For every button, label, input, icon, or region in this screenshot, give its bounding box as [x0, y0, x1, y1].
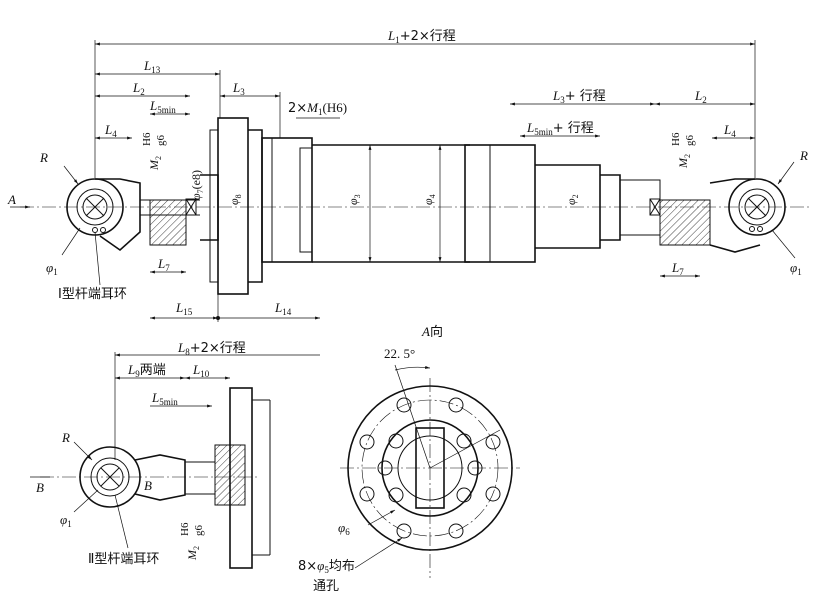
l5min-stroke-label: L5min+ 行程	[526, 120, 594, 137]
left-rod-eye	[66, 178, 200, 252]
l4-right-label: L4	[723, 122, 736, 139]
r-right-label: R	[799, 148, 808, 163]
l3-stroke-label: L3+ 行程	[552, 88, 606, 105]
l9-label: L9两端	[127, 362, 166, 379]
svg-text:H6: H6	[670, 132, 682, 146]
l15-label: L15	[175, 300, 193, 317]
phi1-right-label: φ1	[790, 260, 802, 277]
svg-text:g6: g6	[684, 135, 696, 147]
l10-label: L10	[192, 362, 210, 379]
view-arrow-a: A	[7, 192, 16, 207]
svg-text:φ8: φ8	[227, 194, 243, 205]
svg-text:g6: g6	[155, 135, 167, 147]
svg-text:M2: M2	[676, 154, 692, 169]
angle-label: 22. 5°	[384, 346, 415, 361]
phi3-label: φ3	[346, 194, 362, 205]
l3-label: L3	[232, 80, 245, 97]
phi2-label: φ2	[564, 194, 580, 205]
cylinder-body	[261, 137, 661, 263]
section-b-left: B	[36, 480, 44, 495]
view-a-title: A向	[421, 324, 443, 340]
bolt-holes	[359, 397, 501, 539]
svg-text:φ3: φ3	[346, 194, 362, 205]
main-view	[10, 40, 810, 322]
phi1-left-label: φ1	[46, 260, 58, 277]
phi6-label: φ6	[338, 520, 350, 537]
front-flange	[209, 117, 263, 295]
view-a-flange	[340, 364, 520, 578]
l2-left-label: L2	[132, 80, 145, 97]
holes-label-line2: 通孔	[313, 579, 339, 594]
l2-right-label: L2	[694, 88, 707, 105]
svg-text:φ4: φ4	[421, 194, 437, 205]
phi8-label: φ8	[227, 194, 243, 205]
l5min-type2-label: L5min	[151, 390, 178, 407]
section-b-right: B	[144, 478, 152, 493]
svg-text:M2: M2	[185, 546, 201, 561]
svg-text:H6: H6	[179, 522, 191, 536]
svg-text:H6: H6	[141, 132, 153, 146]
right-rod-eye	[649, 178, 786, 253]
l13-label: L13	[143, 58, 161, 75]
holes-label: 8×φ5均布	[298, 558, 355, 575]
l8-label: L8+2×行程	[177, 340, 246, 357]
type2-view	[30, 352, 320, 569]
l4-left-label: L4	[104, 122, 117, 139]
l7-left-label: L7	[157, 256, 170, 273]
right-fit-symbol: M2 H6 g6	[670, 132, 696, 169]
l5min-left-label: L5min	[149, 98, 176, 115]
phi4-label: φ4	[421, 194, 437, 205]
r-type2-label: R	[61, 430, 70, 445]
svg-text:φ7(e8): φ7(e8)	[189, 170, 205, 200]
type2-caption: Ⅱ型杆端耳环	[88, 552, 159, 567]
l7-right-label: L7	[671, 260, 684, 277]
svg-text:M2: M2	[147, 156, 163, 171]
total-length-label: L1+2×行程	[387, 28, 456, 45]
svg-text:g6: g6	[193, 525, 205, 537]
phi7-label: φ7(e8)	[189, 170, 205, 200]
r-left-label: R	[39, 150, 48, 165]
phi1-type2-label: φ1	[60, 512, 72, 529]
left-fit-symbol: M2 H6 g6	[141, 132, 167, 171]
type1-caption: Ⅰ型杆端耳环	[58, 287, 127, 302]
thread-label: 2×M1(H6)	[288, 100, 347, 117]
svg-text:φ2: φ2	[564, 194, 580, 205]
type2-fit-symbol: M2 H6 g6	[179, 522, 205, 561]
l14-label: L14	[274, 300, 292, 317]
